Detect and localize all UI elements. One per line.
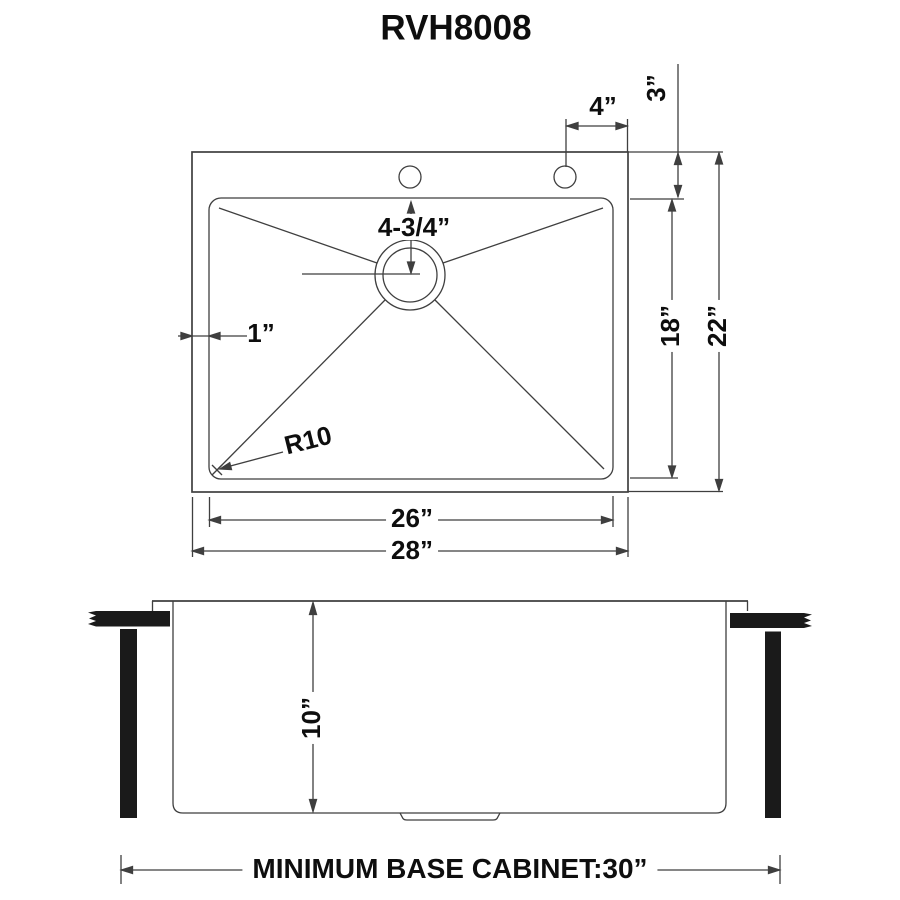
drain-outer-circle <box>374 239 446 311</box>
dim-label-bowl-depth: 10” <box>296 692 326 744</box>
side-view-drawing <box>88 600 812 821</box>
faucet-hole-right <box>553 165 577 189</box>
dim-label-overall-width: 28” <box>386 537 438 563</box>
top-view-drawing <box>191 151 629 493</box>
drain-inner-circle <box>382 247 438 303</box>
drain-fitting <box>399 812 501 821</box>
slope-line-tl <box>218 207 378 264</box>
cabinet-side-right <box>765 631 781 818</box>
slope-line-tr <box>442 207 604 264</box>
dim-label-rim-thickness: 1” <box>247 318 275 348</box>
sink-rim-outline <box>191 151 629 493</box>
bowl-section <box>172 601 727 814</box>
dim-faucet-offset <box>564 119 630 167</box>
dim-rim-to-bowl <box>630 64 684 200</box>
page-title: RVH8008 <box>380 8 532 48</box>
min-base-cabinet-label: MINIMUM BASE CABINET:30” <box>242 855 658 883</box>
countertop-right <box>730 613 812 628</box>
countertop-left <box>88 611 170 627</box>
cabinet-side-left <box>120 629 137 818</box>
sink-bowl-outline <box>208 197 614 480</box>
dim-label-bowl-width: 26” <box>386 505 438 531</box>
dim-label-rim-to-bowl: 3” <box>641 74 671 102</box>
dim-rim-thickness <box>178 331 247 341</box>
faucet-hole-left <box>398 165 422 189</box>
dim-label-drain-opening: 4-3/4” <box>372 214 456 240</box>
dim-corner-radius-leader <box>211 451 284 476</box>
slope-line-bl <box>217 299 386 470</box>
dim-label-bowl-front-to-back: 18” <box>655 300 685 352</box>
dim-label-faucet-offset: 4” <box>589 91 617 121</box>
slope-line-br <box>434 299 605 470</box>
dim-label-overall-front-to-back: 22” <box>702 300 732 352</box>
